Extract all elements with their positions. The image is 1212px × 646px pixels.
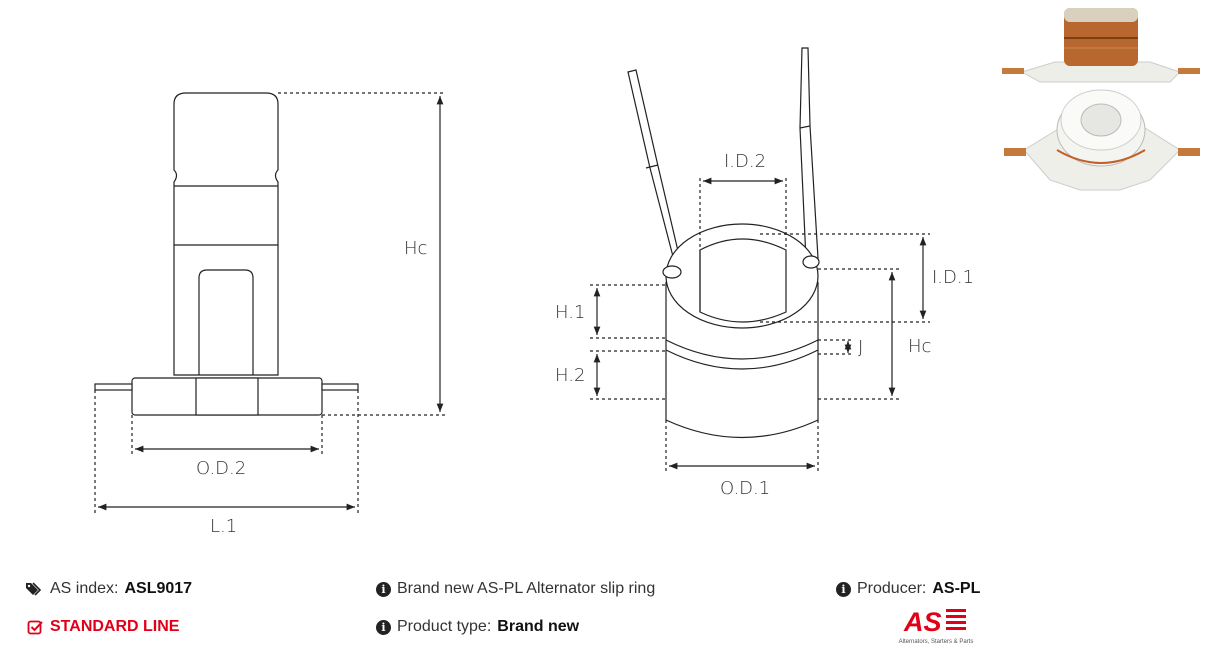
as-index-row: AS index: ASL9017	[26, 580, 192, 598]
as-index-value: ASL9017	[124, 580, 193, 597]
checkbox-icon	[26, 618, 44, 636]
perspective-view	[627, 47, 820, 438]
label-od2: O.D.2	[196, 458, 246, 479]
standard-line-label: STANDARD LINE	[50, 618, 180, 635]
label-od1: O.D.1	[720, 478, 770, 499]
label-h1: H.1	[555, 302, 585, 323]
product-type-row: i Product type: Brand new	[376, 618, 579, 636]
product-type-value: Brand new	[497, 618, 580, 635]
product-type-label: Product type:	[397, 618, 492, 635]
label-h2: H.2	[555, 365, 585, 386]
info-icon: i	[376, 581, 391, 597]
side-view	[94, 92, 359, 416]
label-hc-right: Hc	[908, 336, 931, 357]
description-text: Brand new AS-PL Alternator slip ring	[397, 580, 656, 597]
label-hc-left: Hc	[404, 238, 427, 259]
product-photo	[1002, 8, 1200, 191]
technical-drawing: Hc O.D.2 L.1	[94, 47, 974, 537]
as-pl-logo: AS Alternators, Starters & Parts	[888, 606, 984, 646]
as-logo-mark: AS	[903, 607, 966, 637]
producer-row: i Producer: AS-PL	[836, 580, 980, 598]
info-icon: i	[376, 619, 391, 635]
label-id1: I.D.1	[932, 267, 974, 288]
tags-icon	[26, 580, 44, 598]
as-index-label: AS index:	[50, 580, 119, 597]
label-j: J	[858, 337, 863, 358]
side-view-dimensions	[94, 92, 446, 514]
producer-value: AS-PL	[932, 580, 981, 597]
description-row: i Brand new AS-PL Alternator slip ring	[376, 580, 655, 598]
perspective-view-dimensions	[590, 177, 930, 472]
producer-label: Producer:	[857, 580, 927, 597]
svg-text:AS: AS	[903, 607, 942, 634]
logo-tagline: Alternators, Starters & Parts	[898, 639, 974, 645]
info-icon: i	[836, 581, 851, 597]
standard-line-row: STANDARD LINE	[26, 618, 179, 636]
label-id2: I.D.2	[724, 151, 766, 172]
label-l1: L.1	[210, 516, 237, 537]
